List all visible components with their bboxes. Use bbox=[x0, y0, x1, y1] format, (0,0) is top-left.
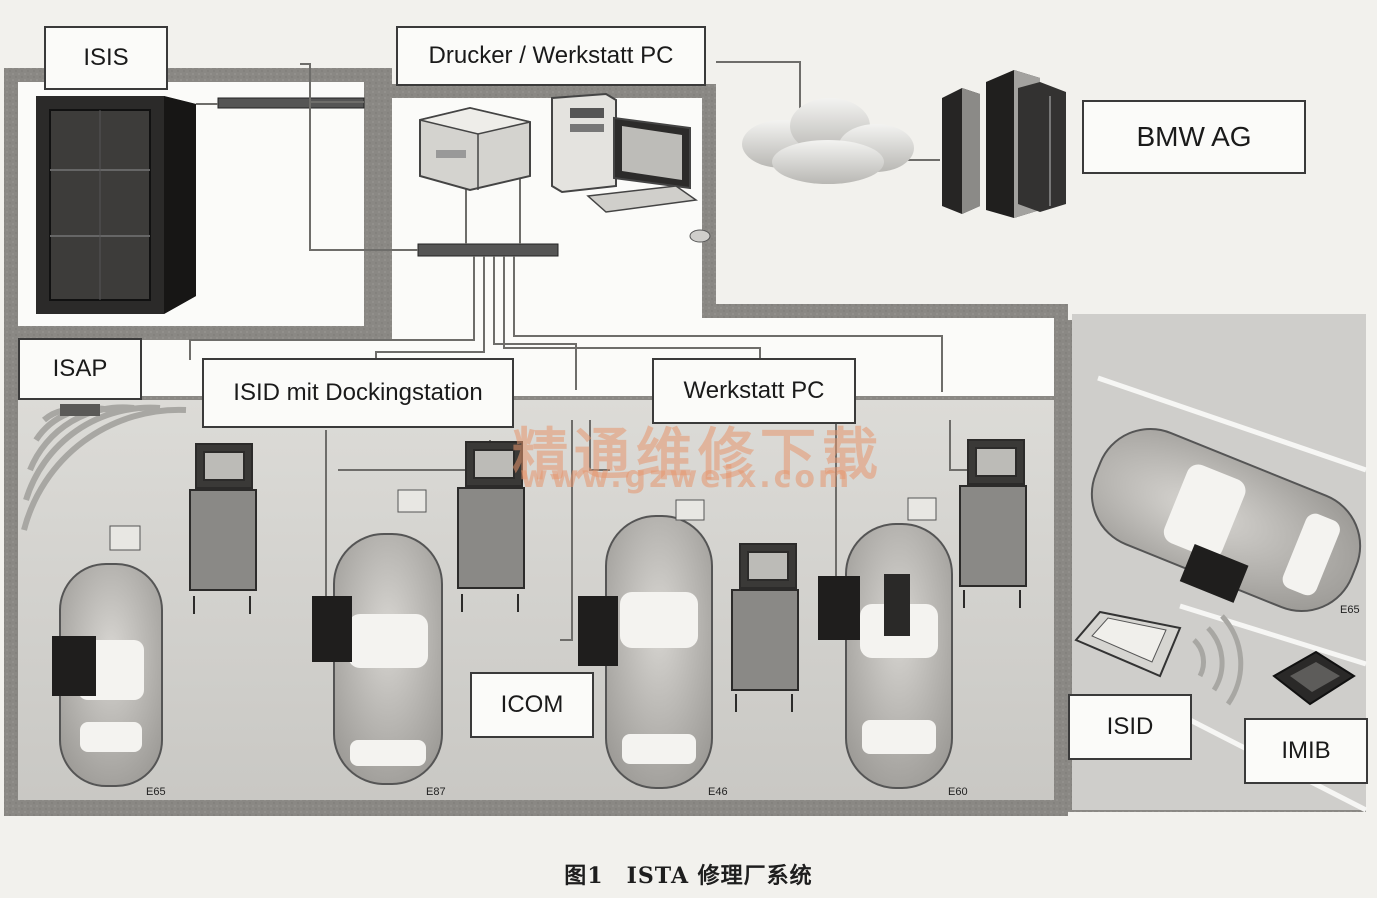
figure-caption: 图1 ISTA 修理厂系统 bbox=[564, 863, 813, 889]
label-isid: ISID bbox=[1068, 694, 1192, 760]
car-e46 bbox=[578, 499, 713, 789]
isis-server-rack bbox=[36, 96, 196, 314]
printer bbox=[419, 106, 531, 192]
bmw-servers bbox=[942, 70, 1066, 218]
car-e65-right bbox=[1090, 427, 1362, 613]
car-e60 bbox=[818, 497, 953, 789]
car-e87 bbox=[312, 489, 443, 785]
isap-access-point bbox=[60, 404, 100, 416]
car-e65-left bbox=[52, 525, 163, 787]
workshop-cars bbox=[52, 427, 1362, 789]
car-code-e60: E60 bbox=[948, 786, 968, 798]
workshop-pc bbox=[551, 92, 711, 243]
isid-tablet bbox=[1074, 610, 1182, 678]
label-icom: ICOM bbox=[470, 672, 594, 738]
trolley-3 bbox=[731, 543, 799, 712]
label-isis: ISIS bbox=[44, 26, 168, 90]
diagnostic-trolleys bbox=[189, 439, 1027, 712]
trolley-1 bbox=[189, 443, 257, 614]
label-werkstatt-pc: Werkstatt PC bbox=[652, 358, 856, 424]
watermark-title: 精通维修下载 bbox=[512, 422, 884, 488]
car-code-e46: E46 bbox=[708, 786, 728, 798]
trolley-2 bbox=[457, 441, 525, 612]
car-code-e65-left: E65 bbox=[146, 786, 166, 798]
signal-arcs-right bbox=[1192, 614, 1244, 706]
label-imib: IMIB bbox=[1244, 718, 1368, 784]
car-code-e87: E87 bbox=[426, 786, 446, 798]
label-isap: ISAP bbox=[18, 338, 142, 400]
imib-box bbox=[1272, 650, 1356, 706]
trolley-4 bbox=[959, 439, 1027, 608]
car-code-e65-right: E65 bbox=[1340, 604, 1360, 616]
label-isid-mit-dockingstation: ISID mit Dockingstation bbox=[202, 358, 514, 428]
label-drucker-werkstatt-pc: Drucker / Werkstatt PC bbox=[396, 26, 706, 86]
internet-cloud bbox=[742, 98, 914, 184]
watermark-url: www.gzweix.com bbox=[520, 460, 853, 495]
label-bmw-ag: BMW AG bbox=[1082, 100, 1306, 174]
